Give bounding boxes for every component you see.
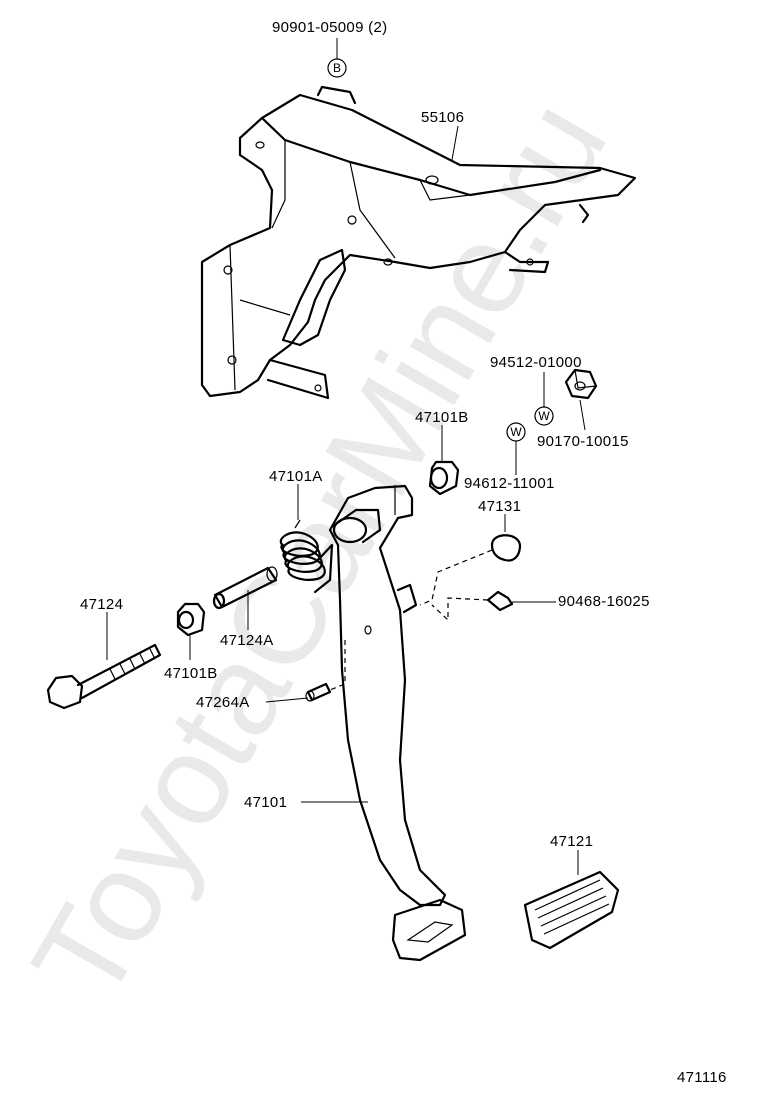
pedal-pad <box>523 870 620 950</box>
collar-sleeve <box>212 566 278 610</box>
label-pin: 90468-16025 <box>558 593 650 610</box>
washer-symbol-2: W <box>506 422 526 442</box>
hex-nut <box>564 368 598 400</box>
label-spring: 47101A <box>269 468 323 485</box>
assembly-line-stopper <box>419 549 493 606</box>
label-stopper: 47131 <box>478 498 521 515</box>
label-bracket: 55106 <box>421 109 464 126</box>
watermark: ToyotaCarMine.ru <box>5 78 634 1024</box>
assembly-line-clip <box>431 597 489 622</box>
label-pedal: 47101 <box>244 794 287 811</box>
washer-symbol-label-2: W <box>510 425 522 439</box>
label-nut: 90170-10015 <box>537 433 629 450</box>
label-pedal-pad: 47121 <box>550 833 593 850</box>
bolt-symbol-label: B <box>333 61 341 75</box>
label-washer-w2: 94612-11001 <box>464 475 555 492</box>
brake-pedal-arm <box>313 484 467 962</box>
label-clevis-pin: 47264A <box>196 694 250 711</box>
assembly-line-clevis <box>329 640 346 691</box>
diagram-id: 471116 <box>677 1069 727 1086</box>
bolt-symbol: B <box>327 58 347 78</box>
label-collar: 47124A <box>220 632 274 649</box>
pivot-bolt <box>46 643 162 710</box>
label-bolt-pn: 90901-05009 (2) <box>272 19 387 36</box>
lower-bushing <box>176 602 206 637</box>
label-bolt-main: 47124 <box>80 596 123 613</box>
label-bushing-lower: 47101B <box>164 665 218 682</box>
pedal-stopper <box>490 534 522 562</box>
upper-bushing <box>428 460 460 496</box>
pedal-support-bracket <box>200 85 637 400</box>
washer-symbol-1: W <box>534 406 554 426</box>
return-spring <box>279 519 326 581</box>
label-washer-w1: 94512-01000 <box>490 354 582 371</box>
retaining-clip <box>486 590 514 612</box>
clevis-pin <box>305 682 332 702</box>
washer-symbol-label-1: W <box>538 409 550 423</box>
label-bushing-upper: 47101B <box>415 409 469 426</box>
